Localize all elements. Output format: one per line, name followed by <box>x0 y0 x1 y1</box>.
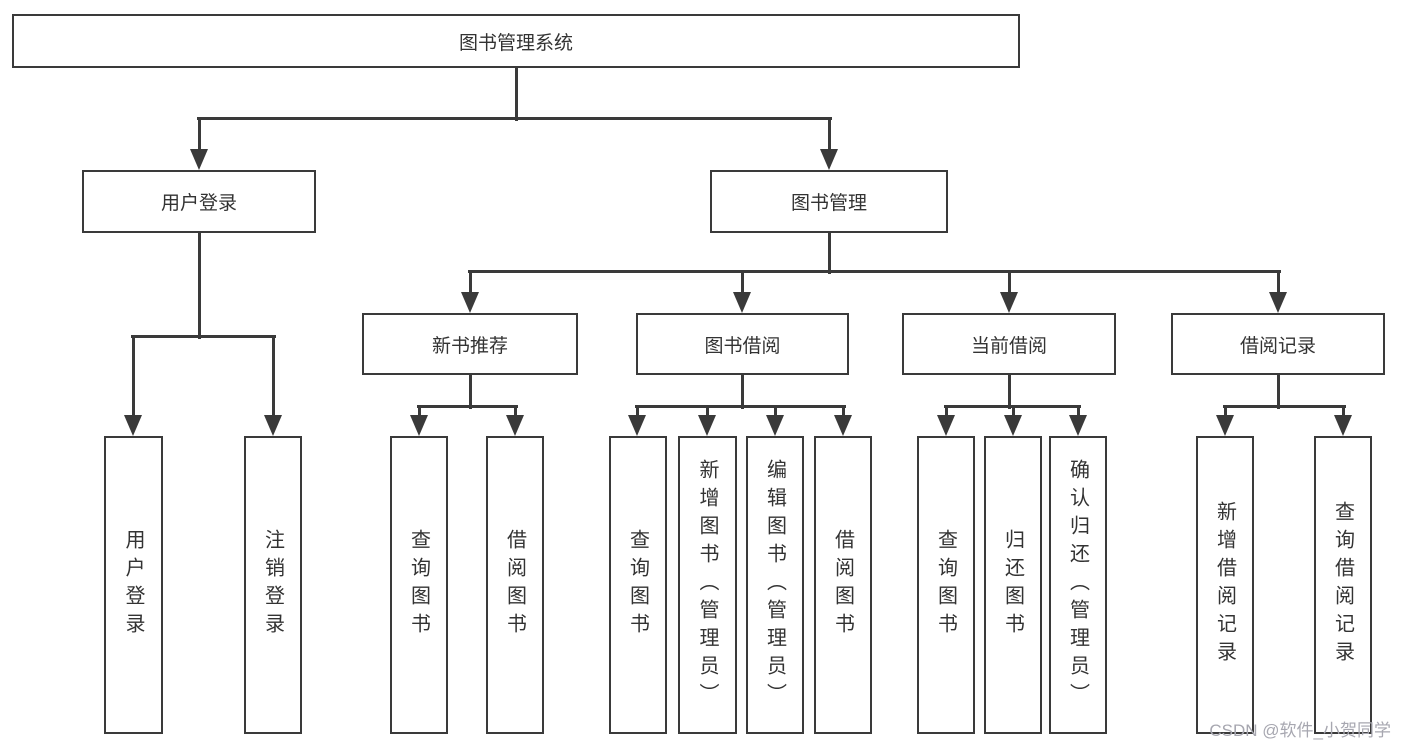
arrow-down-icon <box>1004 415 1022 436</box>
arrow-down-icon <box>190 149 208 170</box>
arrow-down-icon <box>937 415 955 436</box>
connector-line <box>740 375 744 409</box>
arrow-down-icon <box>766 415 784 436</box>
arrow-down-icon <box>124 415 142 436</box>
leaf-label: 新增借阅记录 <box>1213 501 1236 669</box>
leaf-label: 确认归还（管理员） <box>1066 459 1089 711</box>
node-label: 新书推荐 <box>431 335 508 357</box>
connector-line <box>271 336 275 418</box>
leaf-return-books: 归还图书 <box>984 436 1042 734</box>
node-user-login: 用户登录 <box>82 170 316 233</box>
connector-line <box>1076 406 1080 418</box>
connector-line <box>468 375 472 409</box>
connector-line <box>635 406 639 418</box>
connector-line <box>467 269 1281 273</box>
node-current-borrowing: 当前借阅 <box>902 313 1116 375</box>
leaf-label: 查询图书 <box>626 529 649 641</box>
connector-line <box>417 406 421 418</box>
connector-line <box>944 406 948 418</box>
connector-line <box>514 68 518 121</box>
arrow-down-icon <box>1000 292 1018 313</box>
arrow-down-icon <box>698 415 716 436</box>
leaf-query-books-borrowing: 查询图书 <box>609 436 667 734</box>
leaf-query-books-current: 查询图书 <box>917 436 975 734</box>
arrow-down-icon <box>461 292 479 313</box>
arrow-down-icon <box>410 415 428 436</box>
connector-line <box>827 233 831 274</box>
leaf-edit-books-admin: 编辑图书（管理员） <box>746 436 804 734</box>
arrow-down-icon <box>1069 415 1087 436</box>
arrow-down-icon <box>1269 292 1287 313</box>
connector-line <box>634 404 846 408</box>
node-label: 用户登录 <box>160 193 237 214</box>
leaf-label: 归还图书 <box>1001 529 1024 641</box>
connector-line <box>1011 406 1015 418</box>
connector-line <box>1223 406 1227 418</box>
arrow-down-icon <box>1216 415 1234 436</box>
leaf-query-books-recommend: 查询图书 <box>390 436 448 734</box>
connector-line <box>1276 375 1280 409</box>
connector-line <box>1341 406 1345 418</box>
leaf-user-login: 用户登录 <box>104 436 163 734</box>
leaf-borrow-books-recommend: 借阅图书 <box>486 436 544 734</box>
leaf-label: 查询图书 <box>407 529 430 641</box>
connector-line <box>197 233 201 339</box>
node-label: 图书管理 <box>790 193 867 214</box>
node-label: 当前借阅 <box>970 335 1047 357</box>
connector-line <box>827 118 831 152</box>
connector-line <box>773 406 777 418</box>
connector-line <box>197 118 201 152</box>
connector-line <box>1222 404 1346 408</box>
leaf-add-borrow-record: 新增借阅记录 <box>1196 436 1254 734</box>
leaf-logout-login: 注销登录 <box>244 436 302 734</box>
connector-line <box>513 406 517 418</box>
connector-line <box>841 406 845 418</box>
connector-line <box>1007 271 1011 295</box>
connector-line <box>740 271 744 295</box>
leaf-borrow-books-borrowing: 借阅图书 <box>814 436 872 734</box>
arrow-down-icon <box>733 292 751 313</box>
leaf-label: 查询图书 <box>934 529 957 641</box>
arrow-down-icon <box>264 415 282 436</box>
node-book-borrowing: 图书借阅 <box>636 313 849 375</box>
leaf-query-borrow-record: 查询借阅记录 <box>1314 436 1372 734</box>
node-borrowing-records: 借阅记录 <box>1171 313 1385 375</box>
connector-line <box>1276 271 1280 295</box>
arrow-down-icon <box>834 415 852 436</box>
leaf-label: 借阅图书 <box>831 529 854 641</box>
leaf-label: 编辑图书（管理员） <box>763 459 786 711</box>
node-label: 图书管理系统 <box>458 32 573 54</box>
leaf-label: 新增图书（管理员） <box>696 459 718 711</box>
node-new-book-recommendation: 新书推荐 <box>362 313 578 375</box>
connector-line <box>1007 375 1011 409</box>
csdn-watermark: CSDN @软件_小贺同学 <box>1209 721 1391 740</box>
leaf-label: 借阅图书 <box>503 529 526 641</box>
connector-line <box>131 336 135 418</box>
arrow-down-icon <box>1334 415 1352 436</box>
leaf-add-books-admin: 新增图书（管理员） <box>678 436 737 734</box>
node-book-management: 图书管理 <box>710 170 948 233</box>
node-label: 图书借阅 <box>704 335 781 357</box>
connector-line <box>416 404 518 408</box>
leaf-label: 注销登录 <box>261 529 284 641</box>
leaf-label: 查询借阅记录 <box>1331 501 1354 669</box>
arrow-down-icon <box>506 415 524 436</box>
node-label: 借阅记录 <box>1239 335 1316 357</box>
leaf-label: 用户登录 <box>122 529 144 641</box>
node-library-management-system: 图书管理系统 <box>12 14 1020 68</box>
arrow-down-icon <box>820 149 838 170</box>
arrow-down-icon <box>628 415 646 436</box>
connector-line <box>705 406 709 418</box>
connector-line <box>196 116 832 120</box>
connector-line <box>468 271 472 295</box>
connector-line <box>130 334 276 338</box>
leaf-confirm-return-admin: 确认归还（管理员） <box>1049 436 1107 734</box>
